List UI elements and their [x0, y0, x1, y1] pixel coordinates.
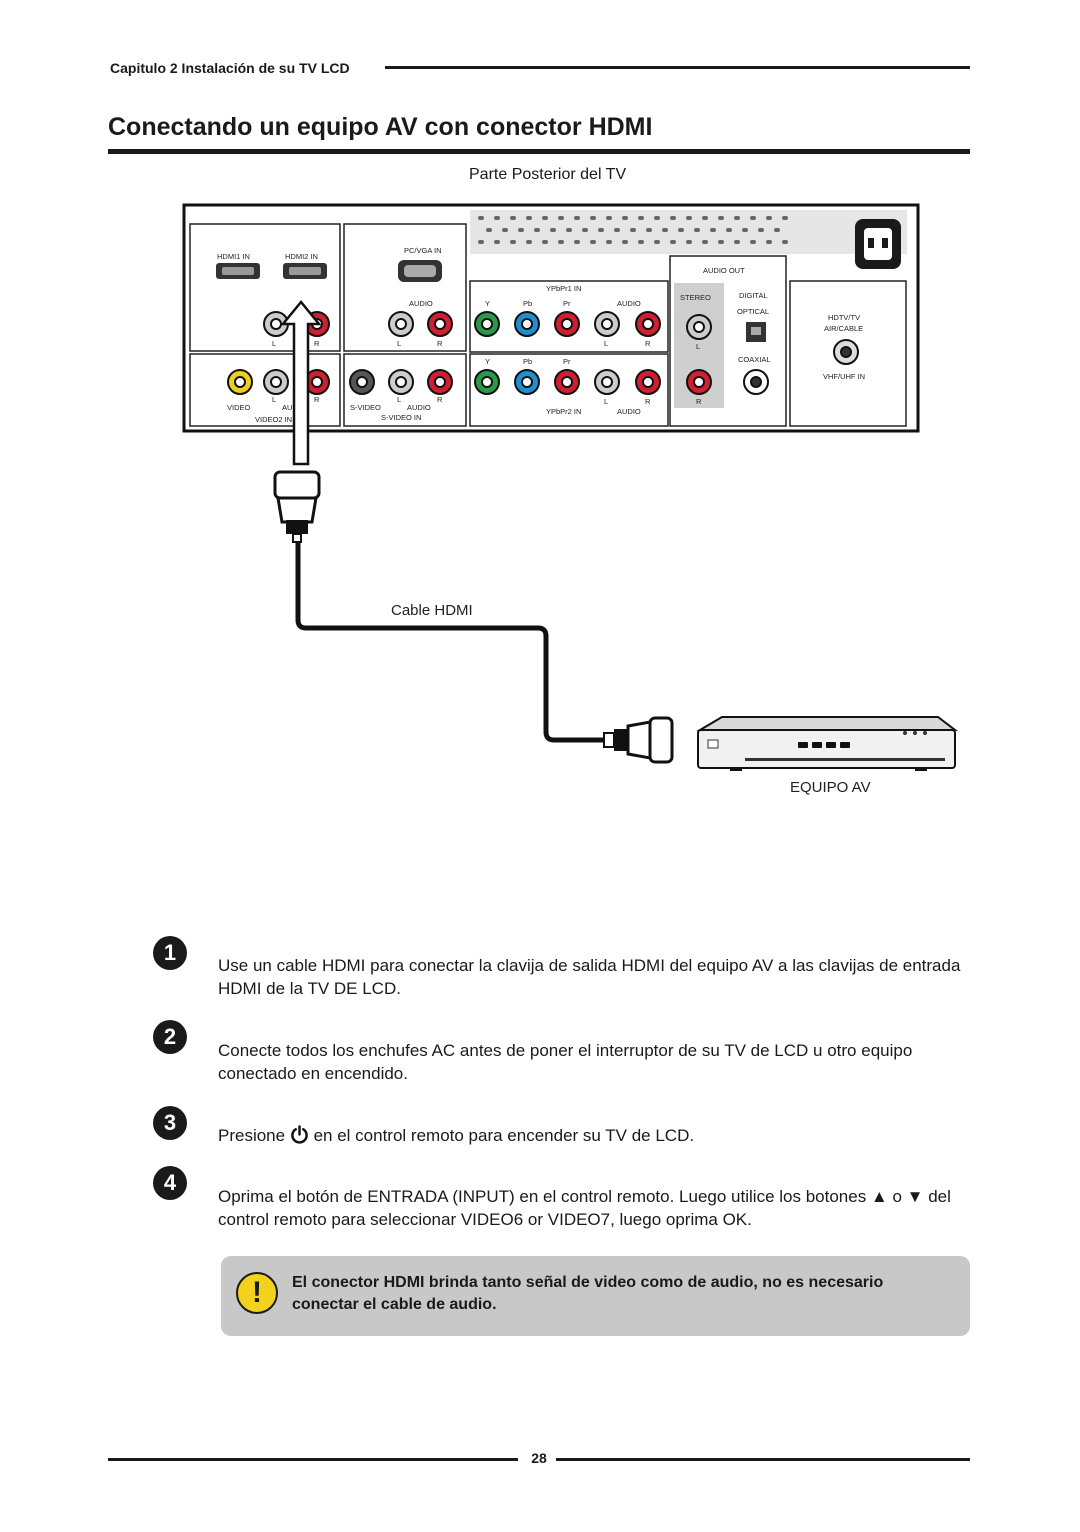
svg-text:Pb: Pb	[523, 357, 532, 366]
label-audio-out: AUDIO OUT	[703, 266, 745, 275]
up-arrow-icon	[280, 300, 322, 466]
exclamation-icon: !	[236, 1272, 278, 1314]
chapter-rule	[385, 66, 970, 69]
svg-text:L: L	[604, 397, 608, 406]
device-label: EQUIPO AV	[790, 779, 871, 796]
svg-text:R: R	[437, 339, 443, 348]
step-text: Oprima el botón de ENTRADA (INPUT) en el…	[218, 1187, 951, 1229]
label-svideo: S-VIDEO	[350, 403, 381, 412]
label-digital: DIGITAL	[739, 291, 768, 300]
step-text-before: Presione	[218, 1126, 286, 1145]
svg-text:AUDIO: AUDIO	[617, 299, 641, 308]
svg-text:L: L	[397, 339, 401, 348]
label-ypbpr1: YPbPr1 IN	[546, 284, 581, 293]
label-hdtv: HDTV/TV	[828, 313, 860, 322]
svg-text:Y: Y	[485, 299, 490, 308]
diagram-subtitle: Parte Posterior del TV	[469, 166, 627, 183]
svg-text:L: L	[397, 395, 401, 404]
svg-text:R: R	[645, 397, 651, 406]
svg-text:R: R	[437, 395, 443, 404]
svg-text:Pb: Pb	[523, 299, 532, 308]
footer-rule	[556, 1458, 970, 1461]
label-aircable: AIR/CABLE	[824, 324, 863, 333]
label-video: VIDEO	[227, 403, 251, 412]
step-text: Presione en el control remoto para encen…	[218, 1124, 968, 1147]
label-pcvga: PC/VGA IN	[404, 246, 442, 255]
page-title: Conectando un equipo AV con conector HDM…	[108, 113, 653, 141]
step-number: 3	[153, 1106, 187, 1140]
svg-text:L: L	[696, 342, 700, 351]
svg-text:AUDIO: AUDIO	[617, 407, 641, 416]
svg-text:L: L	[604, 339, 608, 348]
label-svideo-in: S-VIDEO IN	[381, 413, 421, 422]
svg-text:R: R	[696, 397, 702, 406]
svg-text:R: R	[645, 339, 651, 348]
hdmi-plug-tv	[273, 470, 321, 543]
step-text: Use un cable HDMI para conectar la clavi…	[218, 956, 961, 998]
svg-text:Pr: Pr	[563, 299, 571, 308]
chapter-heading: Capitulo 2 Instalación de su TV LCD	[110, 60, 350, 76]
step-text: Conecte todos los enchufes AC antes de p…	[218, 1041, 913, 1083]
label-ypbpr2: YPbPr2 IN	[546, 407, 581, 416]
hdmi-plug-device	[603, 716, 674, 764]
cable-label: Cable HDMI	[391, 602, 473, 619]
step-number: 4	[153, 1166, 187, 1200]
note-box	[221, 1256, 970, 1336]
label-stereo: STEREO	[680, 293, 711, 302]
page-number: 28	[531, 1450, 547, 1466]
label-audio-pc: AUDIO	[409, 299, 433, 308]
svg-text:AUDIO: AUDIO	[407, 403, 431, 412]
step-number: 2	[153, 1020, 187, 1054]
label-optical: OPTICAL	[737, 307, 769, 316]
note-text: El conector HDMI brinda tanto señal de v…	[292, 1274, 884, 1313]
av-device	[696, 716, 958, 771]
label-video2: VIDEO2 IN	[255, 415, 292, 424]
footer-rule	[108, 1458, 518, 1461]
label-vhf: VHF/UHF IN	[823, 372, 865, 381]
svg-text:Y: Y	[485, 357, 490, 366]
svg-text:L: L	[272, 395, 276, 404]
step-text-after: en el control remoto para encender su TV…	[313, 1126, 695, 1145]
svg-text:R: R	[314, 339, 320, 348]
label-hdmi2: HDMI2 IN	[285, 252, 318, 261]
hdmi-cable	[295, 542, 606, 743]
step-number: 1	[153, 936, 187, 970]
label-hdmi1: HDMI1 IN	[217, 252, 250, 261]
svg-text:Pr: Pr	[563, 357, 571, 366]
power-icon	[291, 1125, 308, 1144]
svg-text:R: R	[314, 395, 320, 404]
svg-text:L: L	[272, 339, 276, 348]
title-rule	[108, 149, 970, 154]
label-coaxial: COAXIAL	[738, 355, 771, 364]
